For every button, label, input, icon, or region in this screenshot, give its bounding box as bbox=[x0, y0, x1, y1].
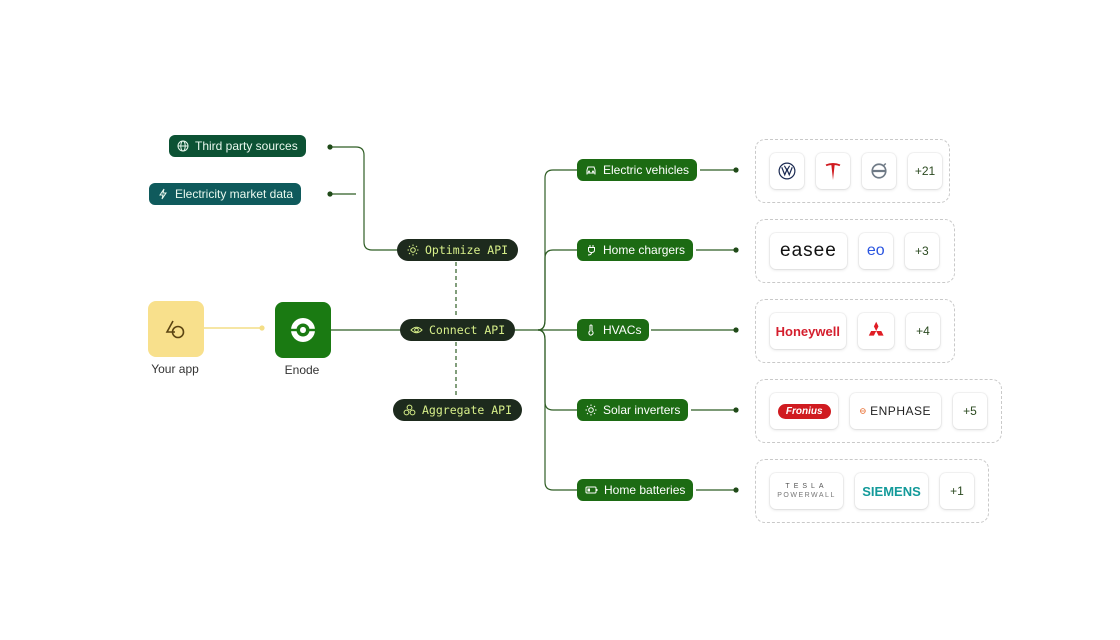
enphase-logo: ENPHASE bbox=[850, 393, 941, 429]
hvac-brands-box: Honeywell +4 bbox=[755, 299, 955, 363]
solar-inverters-pill: Solar inverters bbox=[577, 399, 689, 421]
aggregate-api-pill: Aggregate API bbox=[393, 399, 523, 421]
connect-api-label: Connect API bbox=[429, 323, 506, 337]
home-chargers-pill: Home chargers bbox=[577, 239, 694, 261]
home-batteries-label: Home batteries bbox=[604, 483, 686, 497]
easee-logo: easee bbox=[770, 233, 847, 269]
optimize-api-label: Optimize API bbox=[425, 243, 509, 257]
home-chargers-label: Home chargers bbox=[603, 243, 686, 257]
eo-wordmark: eo bbox=[866, 242, 885, 259]
battery-icon bbox=[585, 486, 598, 494]
your-app-logo-icon bbox=[165, 320, 185, 339]
volkswagen-logo bbox=[770, 153, 804, 189]
chargers-more-count: +3 bbox=[904, 233, 939, 269]
tesla-icon bbox=[825, 163, 841, 180]
electricity-market-data-pill: Electricity market data bbox=[149, 183, 302, 205]
honeywell-wordmark: Honeywell bbox=[775, 323, 840, 339]
fronius-wordmark: Fronius bbox=[777, 403, 831, 419]
siemens-logo: SIEMENS bbox=[855, 473, 928, 509]
ev-more-count: +21 bbox=[908, 153, 942, 189]
volkswagen-icon bbox=[778, 162, 796, 180]
sun-icon bbox=[585, 404, 597, 416]
eo-logo: eo bbox=[858, 233, 893, 269]
third-party-sources-pill: Third party sources bbox=[169, 135, 306, 157]
plug-icon bbox=[587, 245, 595, 256]
sun-outline-icon bbox=[407, 244, 419, 256]
enphase-icon bbox=[860, 408, 867, 414]
mitsubishi-logo bbox=[857, 313, 894, 349]
electric-vehicles-pill: Electric vehicles bbox=[577, 159, 698, 181]
your-app-tile bbox=[148, 301, 204, 357]
enode-tile bbox=[275, 302, 331, 358]
circles-icon bbox=[403, 404, 416, 416]
siemens-wordmark: SIEMENS bbox=[862, 483, 921, 499]
aggregate-api-label: Aggregate API bbox=[422, 403, 513, 417]
home-batteries-pill: Home batteries bbox=[577, 479, 694, 501]
electric-vehicles-label: Electric vehicles bbox=[603, 163, 690, 177]
solar-brands-box: Fronius ENPHASE +5 bbox=[755, 379, 1002, 443]
tesla-powerwall-logo: TESLA POWERWALL bbox=[770, 473, 844, 509]
globe-icon bbox=[177, 140, 189, 152]
optimize-api-pill: Optimize API bbox=[397, 239, 519, 261]
volvo-icon bbox=[871, 162, 887, 179]
third-party-sources-label: Third party sources bbox=[195, 139, 298, 153]
car-icon bbox=[586, 166, 596, 175]
enphase-wordmark: ENPHASE bbox=[870, 404, 931, 418]
connect-api-pill: Connect API bbox=[400, 319, 516, 341]
battery-brands-box: TESLA POWERWALL SIEMENS +1 bbox=[755, 459, 989, 523]
enode-logo-icon bbox=[290, 318, 316, 342]
fronius-logo: Fronius bbox=[770, 393, 839, 429]
thermometer-icon bbox=[588, 324, 594, 336]
enode-label: Enode bbox=[284, 363, 320, 377]
honeywell-logo: Honeywell bbox=[770, 313, 846, 349]
tesla-logo bbox=[816, 153, 850, 189]
hvacs-label: HVACs bbox=[603, 323, 642, 337]
solar-more-count: +5 bbox=[953, 393, 987, 429]
batteries-more-count: +1 bbox=[940, 473, 974, 509]
hvac-more-count: +4 bbox=[906, 313, 940, 349]
lightning-icon bbox=[159, 188, 167, 200]
easee-wordmark: easee bbox=[780, 240, 837, 261]
electricity-market-data-label: Electricity market data bbox=[175, 187, 294, 201]
powerwall-wordmark: POWERWALL bbox=[777, 492, 836, 499]
hvacs-pill: HVACs bbox=[577, 319, 650, 341]
volvo-logo bbox=[862, 153, 896, 189]
charger-brands-box: easee eo +3 bbox=[755, 219, 955, 283]
solar-inverters-label: Solar inverters bbox=[603, 403, 681, 417]
your-app-label: Your app bbox=[151, 362, 199, 376]
mitsubishi-icon bbox=[868, 321, 884, 336]
eye-icon bbox=[410, 326, 423, 334]
tesla-wordmark: TESLA bbox=[785, 483, 828, 490]
ev-brands-box: +21 bbox=[755, 139, 950, 203]
